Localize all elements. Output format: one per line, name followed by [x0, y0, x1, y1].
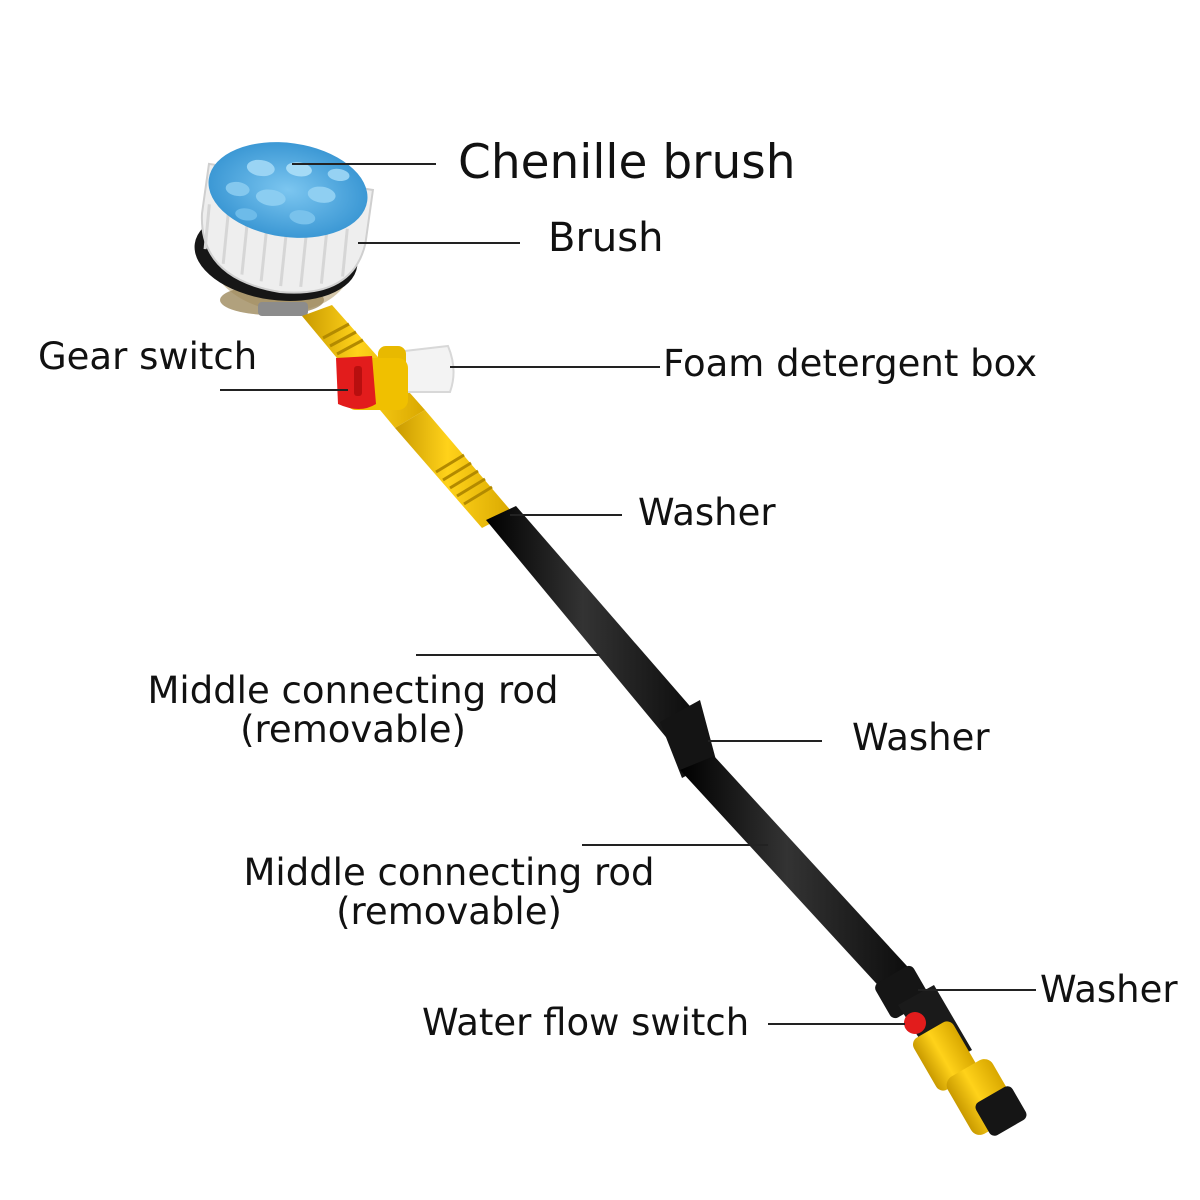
label-middle-rod-lower: Middle connecting rod (removable)	[234, 851, 664, 933]
upper-rod	[486, 506, 716, 778]
label-chenille-brush: Chenille brush	[458, 135, 796, 190]
yellow-neck	[302, 305, 512, 528]
chenille-pad	[208, 142, 368, 238]
label-middle-rod-upper-line2: (removable)	[240, 707, 466, 751]
label-washer-upper: Washer	[638, 491, 776, 534]
lower-rod	[680, 756, 929, 1019]
label-middle-rod-lower-line2: (removable)	[336, 889, 562, 933]
brush-head	[194, 142, 375, 316]
label-middle-rod-upper: Middle connecting rod (removable)	[138, 669, 568, 751]
label-middle-rod-lower-line1: Middle connecting rod	[243, 851, 655, 894]
label-gear-switch: Gear switch	[38, 335, 258, 378]
handle-end	[898, 985, 1027, 1136]
label-washer-middle: Washer	[852, 716, 990, 759]
label-brush: Brush	[548, 215, 664, 261]
label-middle-rod-upper-line1: Middle connecting rod	[147, 669, 559, 712]
gear-switch-knob	[336, 356, 408, 410]
water-flow-switch-knob	[904, 1012, 926, 1034]
label-washer-lower: Washer	[1040, 968, 1178, 1011]
label-water-flow-switch: Water flow switch	[422, 1001, 750, 1044]
label-foam-detergent-box: Foam detergent box	[663, 342, 1038, 385]
